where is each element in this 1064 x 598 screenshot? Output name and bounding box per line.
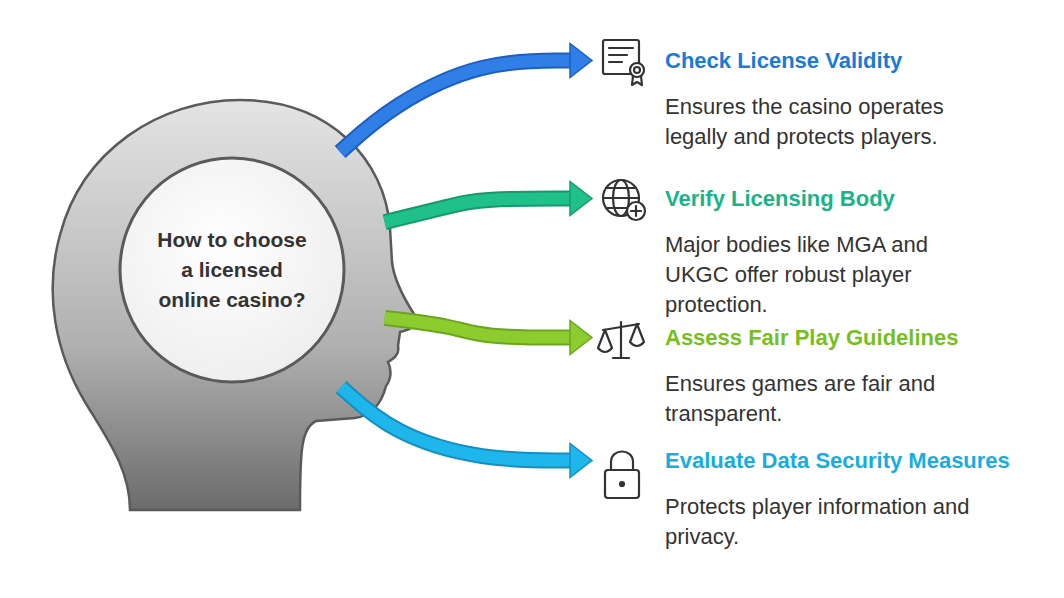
arrow-shaft-outline [385,199,572,223]
arrow-shaft-outline [385,318,572,338]
arrow-connector [385,182,592,223]
scales-icon [598,322,644,358]
arrow-shaft [341,387,572,460]
lock-icon [605,452,639,499]
arrow-shaft-outline [341,387,572,460]
criterion-description: Protects player information and privacy. [665,492,995,552]
arrow-head [570,44,592,78]
arrow-shaft [385,199,572,223]
arrow-head [570,182,592,216]
criterion-heading: Check License Validity [665,46,1045,75]
certificate-icon [603,40,644,85]
arrow-connector [340,44,592,153]
criterion-item: Check License ValidityEnsures the casino… [594,46,1054,152]
arrow-head [570,321,592,355]
criterion-description: Major bodies like MGA and UKGC offer rob… [665,230,995,320]
head-silhouette [53,100,416,510]
globe-icon [603,180,645,220]
criterion-item: Assess Fair Play GuidelinesEnsures games… [594,323,1054,429]
question-text: How to choose a licensed online casino? [156,225,308,315]
criterion-description: Ensures the casino operates legally and … [665,92,995,152]
criterion-heading: Evaluate Data Security Measures [665,446,1045,475]
criterion-heading: Verify Licensing Body [665,184,1045,213]
arrow-shaft [340,61,572,153]
criterion-item: Verify Licensing BodyMajor bodies like M… [594,184,1054,320]
question-circle: How to choose a licensed online casino? [118,156,346,384]
criterion-description: Ensures games are fair and transparent. [665,369,995,429]
arrow-shaft [385,318,572,338]
arrow-head [570,444,592,478]
criterion-heading: Assess Fair Play Guidelines [665,323,1045,352]
arrow-shaft-outline [340,61,572,153]
circle-shape [120,158,344,382]
arrow-connector [385,318,592,355]
arrow-connector [341,387,592,477]
criterion-item: Evaluate Data Security MeasuresProtects … [594,446,1054,552]
